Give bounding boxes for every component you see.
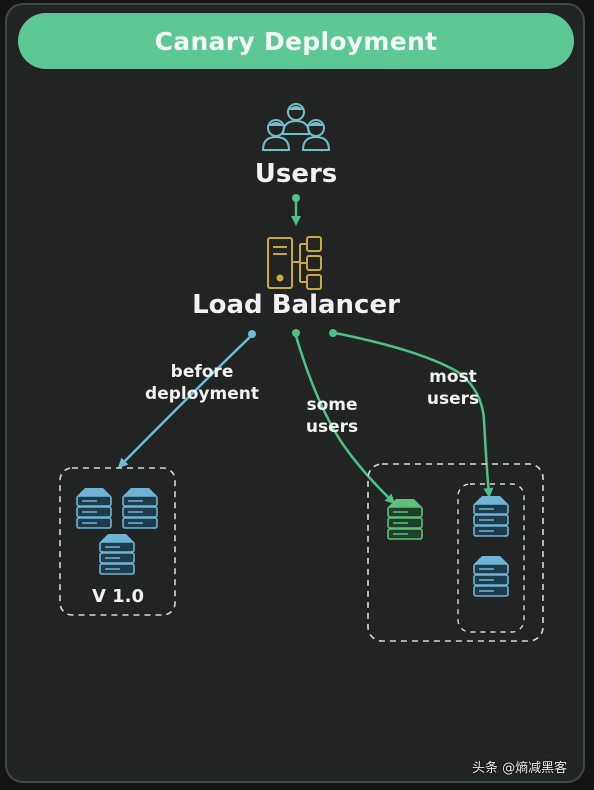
- arrow-users-to-load-balancer: [291, 194, 301, 226]
- title-bar: Canary Deployment: [18, 13, 574, 69]
- arrow-some-users: [292, 329, 396, 505]
- server-stack-icon: [473, 495, 509, 537]
- edge-label-some-users: some users: [292, 394, 372, 438]
- canary-server-group-box: [367, 463, 544, 642]
- edge-label-before-deployment: before deployment: [132, 361, 272, 405]
- diagram-title: Canary Deployment: [154, 26, 438, 56]
- watermark-text: 头条 @熵减黑客: [472, 761, 568, 776]
- edge-label-line: some: [306, 395, 358, 415]
- edge-label-line: deployment: [145, 384, 259, 404]
- users-group-icon: [262, 103, 330, 151]
- load-balancer-icon: [267, 236, 322, 290]
- v1-server-group-box: [59, 467, 176, 616]
- users-label: Users: [254, 159, 338, 189]
- edge-label-line: most: [429, 367, 477, 387]
- stable-server-subgroup-box: [457, 483, 525, 633]
- edge-label-most-users: most users: [413, 366, 493, 410]
- load-balancer-label: Load Balancer: [192, 290, 400, 320]
- arrow-before-deployment: [117, 330, 256, 469]
- edge-label-line: users: [305, 417, 359, 437]
- arrow-most-users: [329, 329, 494, 498]
- edge-label-line: users: [426, 389, 480, 409]
- canary-server-icon: [387, 498, 423, 540]
- server-stack-icon: [99, 533, 135, 575]
- server-stack-icon: [473, 555, 509, 597]
- edge-label-line: before: [170, 362, 234, 382]
- server-stack-icon: [76, 487, 112, 529]
- server-stack-icon: [122, 487, 158, 529]
- v1-group-label: V 1.0: [91, 586, 145, 607]
